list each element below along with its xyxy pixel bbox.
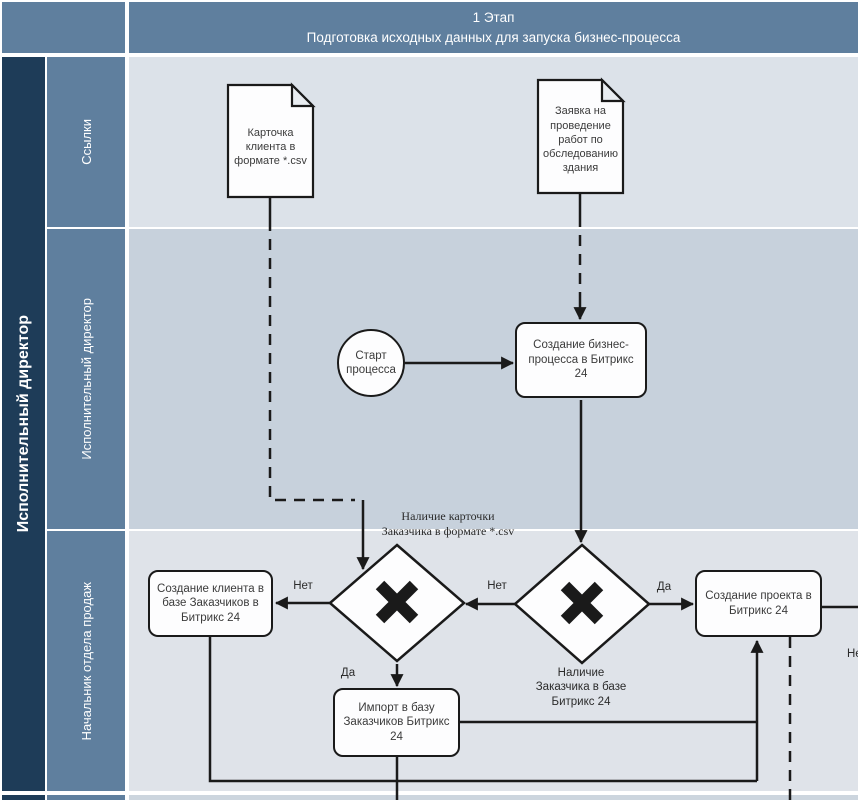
document-request-label: Заявка на проведение работ по обследован…	[543, 105, 618, 175]
label-no-clipped-right-edge: Нет	[847, 648, 858, 660]
task-create-client: Создание клиента в базе Заказчиков в Бит…	[148, 570, 273, 637]
lane-label-executive-director: Исполнительный директор	[47, 229, 125, 529]
lane-label-links: Ссылки	[47, 57, 125, 227]
start-event: Старт процесса	[337, 329, 405, 397]
header-left-cell	[2, 2, 125, 53]
document-client-card-label: Карточка клиента в формате *.csv	[234, 126, 307, 168]
pool-group-label: Исполнительный директор	[14, 315, 32, 533]
lane-label-sales-head: Начальник отдела продаж	[47, 531, 125, 791]
stage-header: 1 Этап Подготовка исходных данных для за…	[129, 2, 858, 53]
label-card-exists: Наличие карточки Заказчика в формате *.c…	[381, 509, 515, 538]
next-pool-sliver	[2, 795, 45, 800]
label-no-left: Нет	[293, 580, 313, 592]
next-lane-label-sliver	[47, 795, 125, 800]
label-customer-exists: Наличие Заказчика в базе Битрикс 24	[535, 667, 627, 708]
task-import-customers: Импорт в базу Заказчиков Битрикс 24	[333, 688, 460, 757]
stage-subtitle: Подготовка исходных данных для запуска б…	[306, 29, 681, 45]
pool-group-column: Исполнительный директор	[2, 57, 45, 791]
task-create-project: Создание проекта в Битрикс 24	[695, 570, 822, 637]
label-yes-to-project: Да	[656, 581, 672, 593]
label-yes-to-import: Да	[340, 667, 356, 679]
next-lane-content-sliver	[129, 795, 858, 800]
lane-executive-director-content	[129, 229, 858, 529]
label-no-between-gateways: Нет	[487, 580, 507, 592]
task-create-business-process: Создание бизнес-процесса в Битрикс 24	[515, 322, 647, 398]
stage-title: 1 Этап	[472, 9, 515, 25]
